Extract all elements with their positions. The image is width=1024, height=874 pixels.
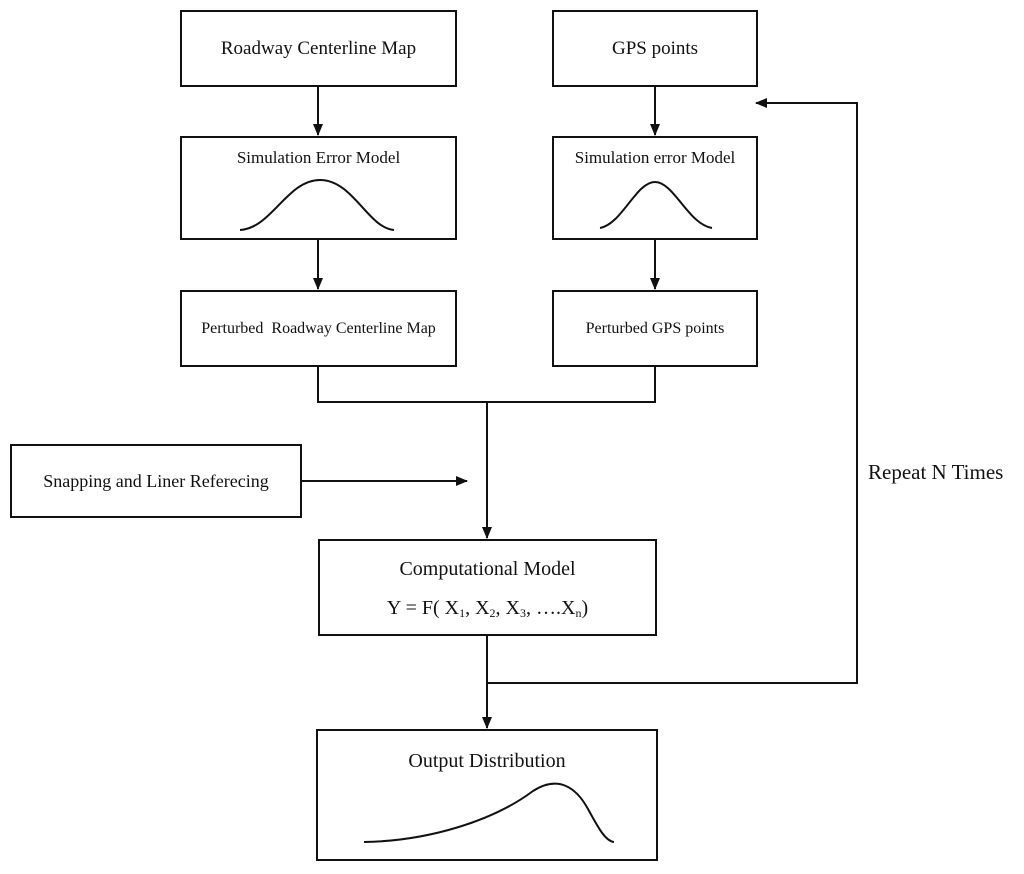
- formula-sub-2: 2: [489, 606, 496, 620]
- roadway-centerline-map-box: Roadway Centerline Map: [180, 10, 457, 87]
- gps-points-box: GPS points: [552, 10, 758, 87]
- bell-curve-icon: [239, 178, 395, 231]
- formula-part-3: , X: [495, 597, 520, 619]
- bell-curve-icon: [599, 180, 713, 229]
- formula-lhs: Y = F( X: [386, 597, 460, 619]
- simulation-error-model-left-box: Simulation Error Model: [180, 136, 457, 240]
- perturbed-roadway-centerline-map-label: Perturbed Roadway Centerline Map: [201, 319, 436, 337]
- output-distribution-box: Output Distribution: [316, 729, 658, 861]
- repeat-n-times-label: Repeat N Times: [868, 460, 1004, 484]
- snapping-linear-referencing-label: Snapping and Liner Referecing: [43, 470, 269, 491]
- merge-line: [317, 366, 656, 403]
- computational-model-title: Computational Model: [399, 558, 576, 580]
- formula-sub-1: 1: [459, 606, 466, 620]
- roadway-centerline-map-label: Roadway Centerline Map: [220, 37, 417, 59]
- perturbed-gps-points-label: Perturbed GPS points: [585, 319, 725, 337]
- perturbed-gps-points-box: Perturbed GPS points: [552, 290, 758, 367]
- output-distribution-label: Output Distribution: [408, 750, 566, 772]
- skewed-distribution-icon: [363, 782, 615, 843]
- formula-part-4: , ….X: [526, 597, 576, 619]
- snapping-linear-referencing-box: Snapping and Liner Referecing: [10, 444, 302, 518]
- formula-sub-n: n: [575, 606, 582, 620]
- formula-close: ): [581, 597, 589, 619]
- simulation-error-model-left-label: Simulation Error Model: [236, 148, 401, 167]
- formula-sub-3: 3: [520, 606, 526, 620]
- perturbed-roadway-centerline-map-box: Perturbed Roadway Centerline Map: [180, 290, 457, 367]
- feedback-loop-line: [487, 98, 858, 684]
- formula-part-2: , X: [465, 597, 490, 619]
- computational-model-box: Computational Model Y = F( X1, X2, X3, ……: [318, 539, 657, 636]
- simulation-error-model-right-box: Simulation error Model: [552, 136, 758, 240]
- gps-points-label: GPS points: [611, 37, 699, 59]
- simulation-error-model-right-label: Simulation error Model: [574, 148, 736, 167]
- computational-model-formula: Y = F( X1, X2, X3, ….Xn): [320, 597, 655, 620]
